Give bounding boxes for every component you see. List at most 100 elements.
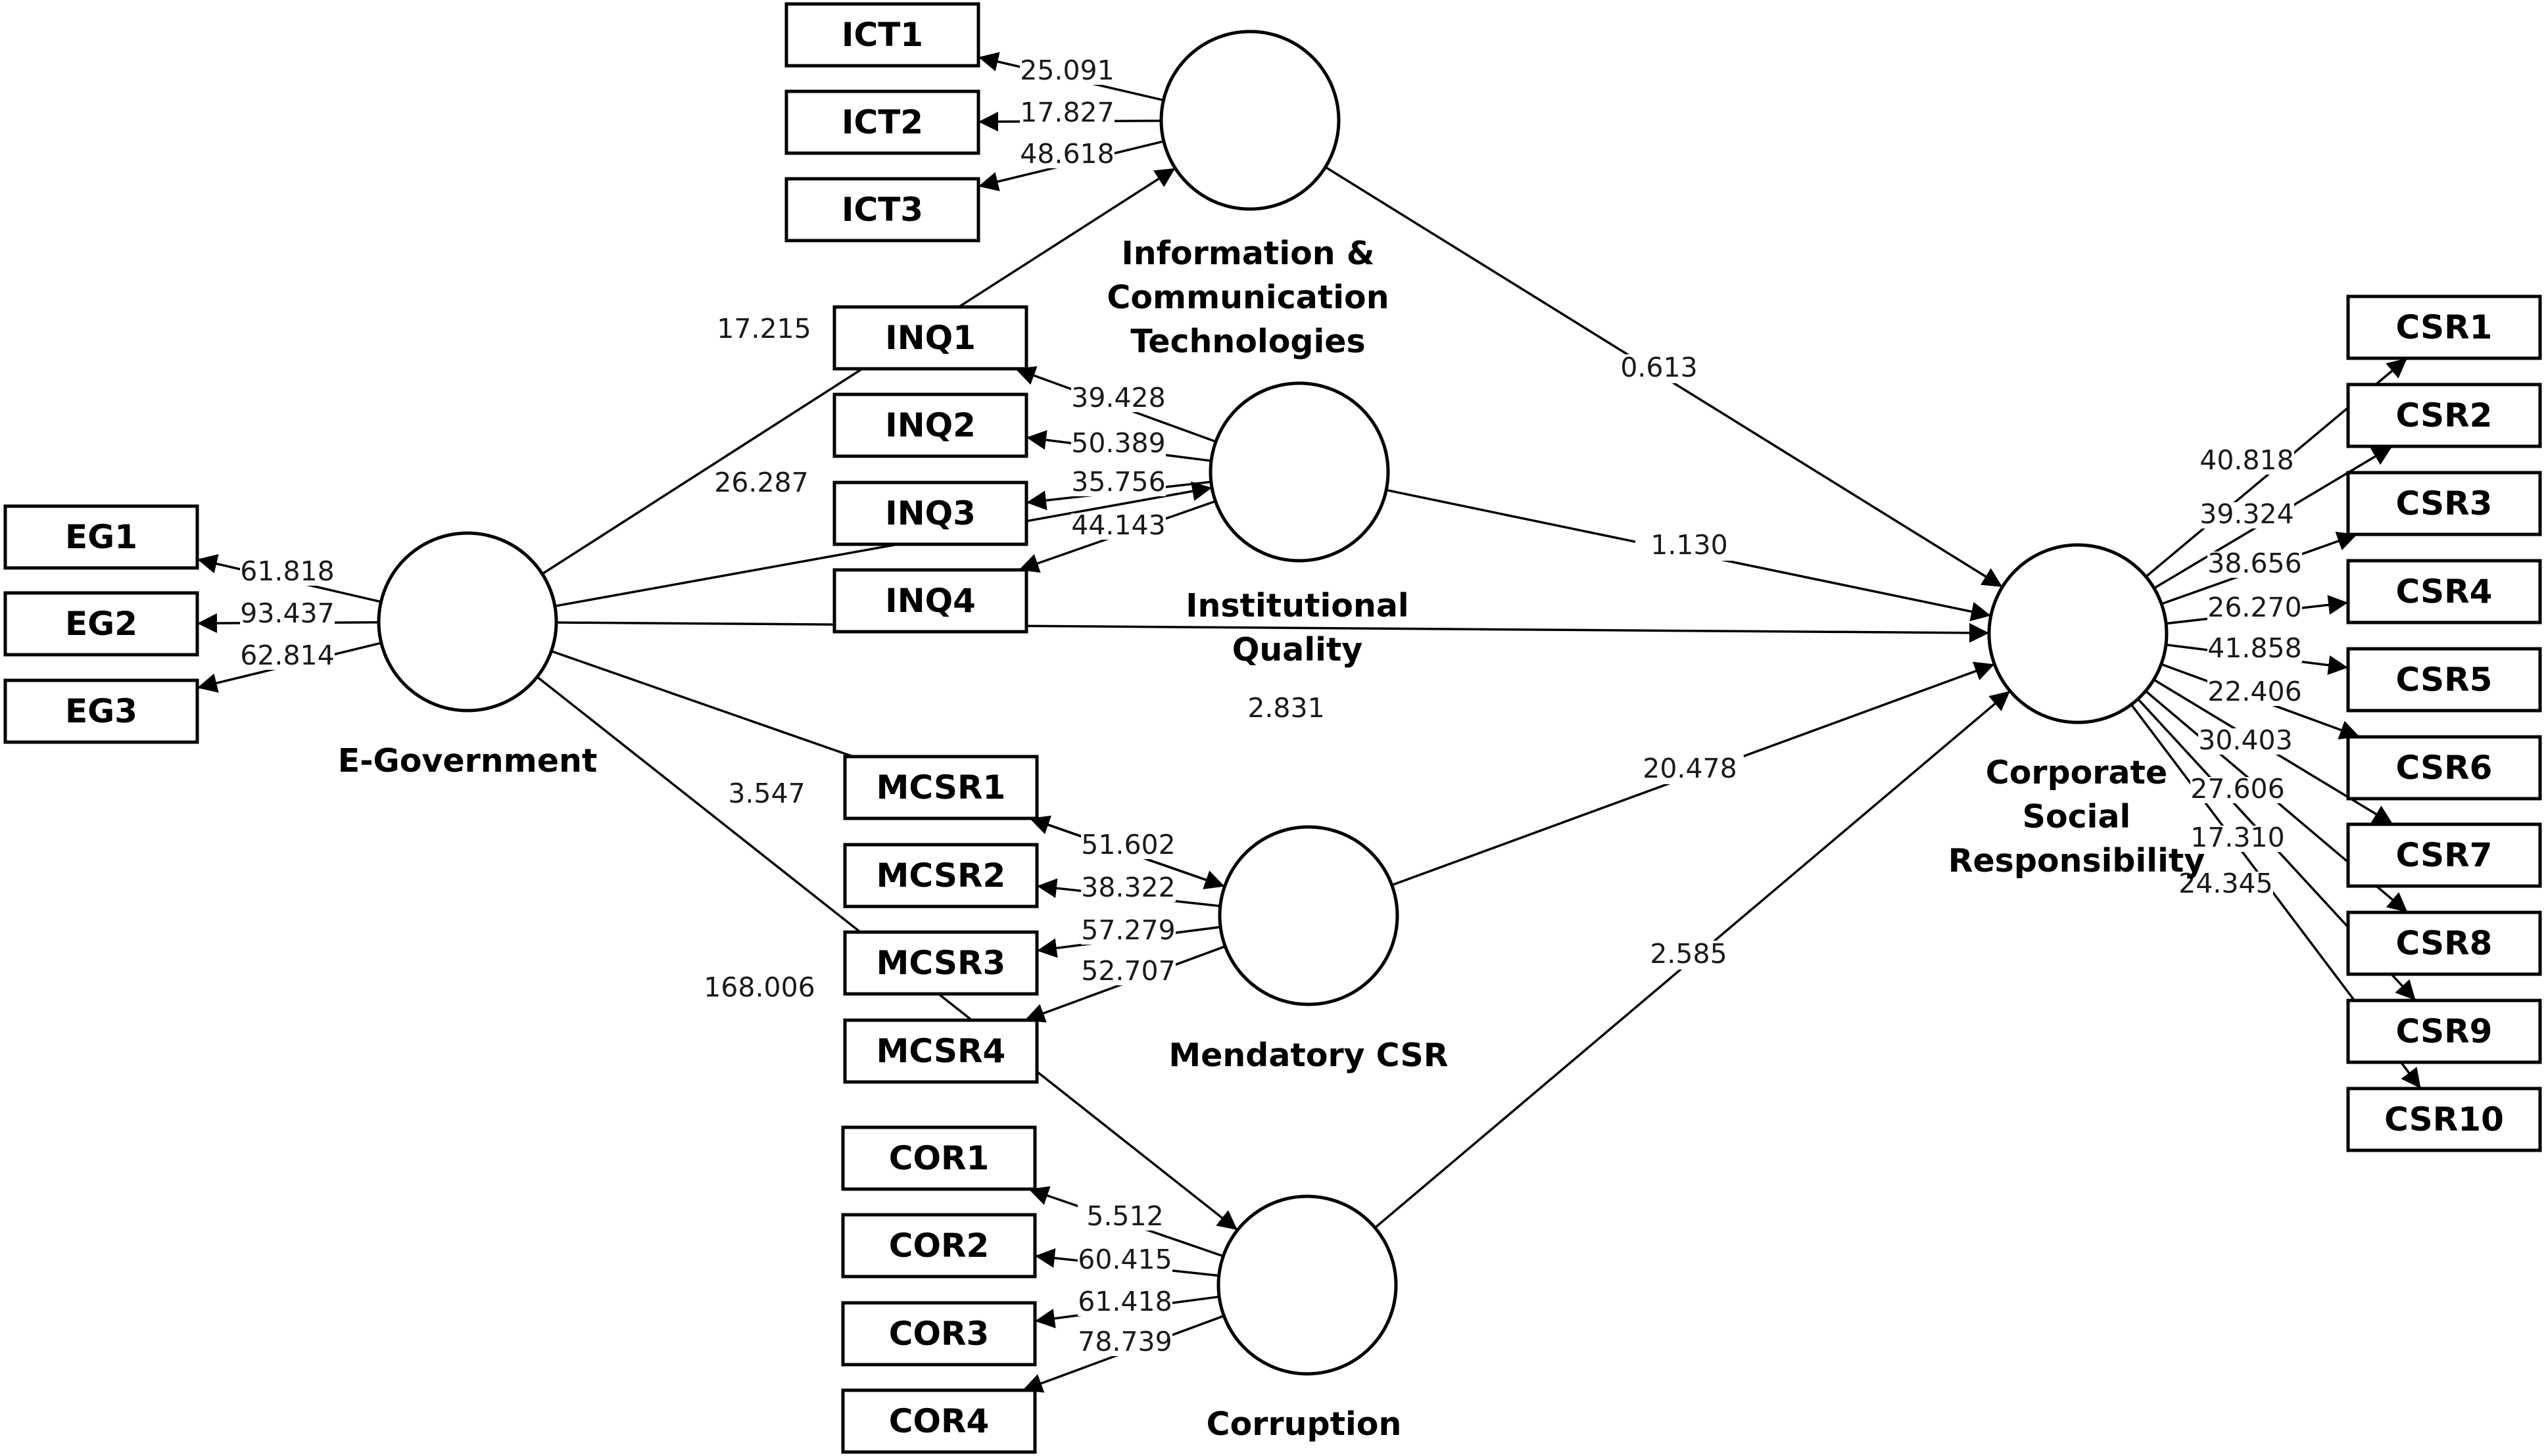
loading-value-bg <box>1078 1290 1172 1316</box>
loading-value-csr7: 30.403 <box>2198 724 2292 756</box>
loading-value-bg <box>2178 872 2273 898</box>
indicator-mcsr3[interactable]: MCSR3 <box>843 930 1039 996</box>
indicator-label: CSR3 <box>2396 484 2493 523</box>
indicator-mcsr1[interactable]: MCSR1 <box>843 755 1039 820</box>
indicator-csr10[interactable]: CSR10 <box>2346 1087 2542 1152</box>
indicator-box <box>784 177 980 243</box>
indicator-label: CSR10 <box>2384 1100 2504 1139</box>
loading-value-bg <box>1071 386 1166 412</box>
loading-value-cor4: 78.739 <box>1078 1326 1172 1357</box>
indicator-box <box>2346 735 2542 801</box>
indicator-inq3[interactable]: INQ3 <box>832 481 1028 546</box>
loading-value-inq1: 39.428 <box>1071 382 1165 413</box>
loading-value-bg <box>1078 1204 1172 1231</box>
indicator-label: MCSR4 <box>877 1032 1006 1070</box>
construct-label: Corruption <box>1207 1405 1402 1443</box>
loading-value-bg <box>2207 552 2302 578</box>
indicator-ict1[interactable]: ICT1 <box>784 2 980 68</box>
construct-circle <box>377 531 558 713</box>
construct-label: Responsibility <box>1948 842 2205 880</box>
indicator-box <box>832 568 1028 634</box>
loading-value-cor3: 61.418 <box>1078 1286 1172 1317</box>
indicator-label: INQ1 <box>885 319 976 357</box>
construct-eg[interactable]: E-Government <box>338 531 598 780</box>
loading-value-mcsr4: 52.707 <box>1081 955 1175 987</box>
indicator-box <box>2346 910 2542 976</box>
indicator-box <box>2346 998 2542 1064</box>
indicator-mcsr2[interactable]: MCSR2 <box>843 843 1039 908</box>
loading-value-bg <box>2207 636 2302 663</box>
indicator-box <box>3 504 199 570</box>
indicator-csr2[interactable]: CSR2 <box>2346 383 2542 448</box>
path-coefficient-inq-csr: 1.130 <box>1650 529 1727 561</box>
indicator-cor2[interactable]: COR2 <box>841 1213 1037 1279</box>
indicator-csr4[interactable]: CSR4 <box>2346 559 2542 624</box>
indicator-box <box>832 481 1028 546</box>
loading-value-inq4: 44.143 <box>1071 509 1165 541</box>
construct-cor[interactable]: Corruption <box>1207 1194 1402 1443</box>
indicator-label: CSR1 <box>2396 308 2493 346</box>
indicator-eg1[interactable]: EG1 <box>3 504 199 570</box>
indicator-box <box>784 89 980 155</box>
loading-value-ict1: 25.091 <box>1020 55 1114 86</box>
indicator-label: CSR9 <box>2396 1012 2493 1050</box>
indicator-box <box>2346 647 2542 713</box>
construct-circle <box>1159 30 1341 211</box>
indicator-csr3[interactable]: CSR3 <box>2346 471 2542 536</box>
loading-value-csr2: 39.324 <box>2199 498 2294 530</box>
indicator-csr8[interactable]: CSR8 <box>2346 910 2542 976</box>
indicator-inq4[interactable]: INQ4 <box>832 568 1028 634</box>
indicator-cor3[interactable]: COR3 <box>841 1301 1037 1367</box>
loading-value-bg <box>1081 833 1176 859</box>
indicator-csr1[interactable]: CSR1 <box>2346 294 2542 360</box>
indicator-inq2[interactable]: INQ2 <box>832 392 1028 458</box>
path-arrow-eg-ict <box>541 167 1176 575</box>
loading-value-csr3: 38.656 <box>2207 548 2301 579</box>
loading-value-csr5: 41.858 <box>2207 632 2301 664</box>
indicator-box <box>2346 471 2542 536</box>
indicator-inq1[interactable]: INQ1 <box>832 305 1028 371</box>
indicator-label: CSR6 <box>2396 749 2493 787</box>
construct-mcsr[interactable]: Mendatory CSR <box>1168 825 1449 1074</box>
indicator-ict2[interactable]: ICT2 <box>784 89 980 155</box>
loading-value-bg <box>2199 502 2294 528</box>
indicator-label: INQ4 <box>885 582 976 620</box>
path-coefficient-eg-csr: 2.831 <box>1247 692 1324 724</box>
indicator-box <box>841 1388 1037 1454</box>
path-coefficient-bg <box>1605 354 1713 383</box>
indicator-mcsr4[interactable]: MCSR4 <box>843 1018 1039 1084</box>
loading-value-bg <box>2190 777 2285 803</box>
construct-circle <box>1218 825 1399 1006</box>
path-coefficient-bg <box>1635 532 1743 561</box>
indicator-label: INQ2 <box>885 406 976 444</box>
construct-label: Institutional <box>1186 587 1408 624</box>
loading-value-ict2: 17.827 <box>1020 97 1114 128</box>
indicator-csr5[interactable]: CSR5 <box>2346 647 2542 713</box>
loading-value-bg <box>1071 470 1166 496</box>
indicator-box <box>2346 383 2542 448</box>
loading-value-mcsr3: 57.279 <box>1081 914 1175 946</box>
indicator-eg2[interactable]: EG2 <box>3 591 199 657</box>
loading-value-mcsr1: 51.602 <box>1081 829 1175 860</box>
indicator-csr6[interactable]: CSR6 <box>2346 735 2542 801</box>
indicator-cor4[interactable]: COR4 <box>841 1388 1037 1454</box>
indicator-box <box>3 591 199 657</box>
indicator-cor1[interactable]: COR1 <box>841 1125 1037 1191</box>
indicator-label: CSR8 <box>2396 924 2493 962</box>
indicator-csr9[interactable]: CSR9 <box>2346 998 2542 1064</box>
indicator-eg3[interactable]: EG3 <box>3 678 199 744</box>
path-coefficient-bg <box>710 316 818 344</box>
path-arrow-eg-csr <box>556 621 1990 643</box>
indicator-box <box>2346 1087 2542 1152</box>
indicator-label: MCSR3 <box>877 944 1006 982</box>
indicator-csr7[interactable]: CSR7 <box>2346 822 2542 888</box>
indicator-ict3[interactable]: ICT3 <box>784 177 980 243</box>
indicator-label: ICT3 <box>842 191 923 229</box>
loading-value-eg2: 93.437 <box>240 598 334 629</box>
indicator-box <box>843 755 1039 820</box>
path-arrow-eg-inq <box>554 481 1213 607</box>
